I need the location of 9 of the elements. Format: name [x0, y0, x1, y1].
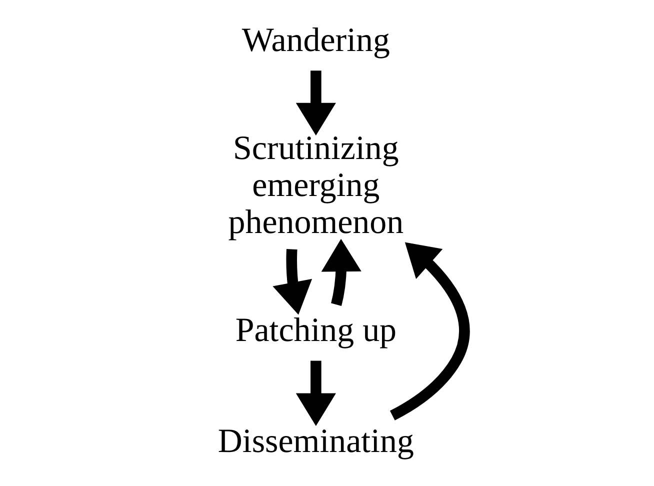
node-text: Disseminating — [217, 423, 414, 460]
arrow — [295, 360, 336, 426]
node-text: Scrutinizing emerging phenomenon — [228, 130, 404, 242]
node-text: Patching up — [234, 312, 396, 350]
arrow — [320, 238, 361, 306]
arrow — [295, 70, 336, 136]
node-text: Wandering — [241, 22, 390, 60]
arrow — [272, 249, 312, 315]
arrow — [389, 242, 470, 420]
